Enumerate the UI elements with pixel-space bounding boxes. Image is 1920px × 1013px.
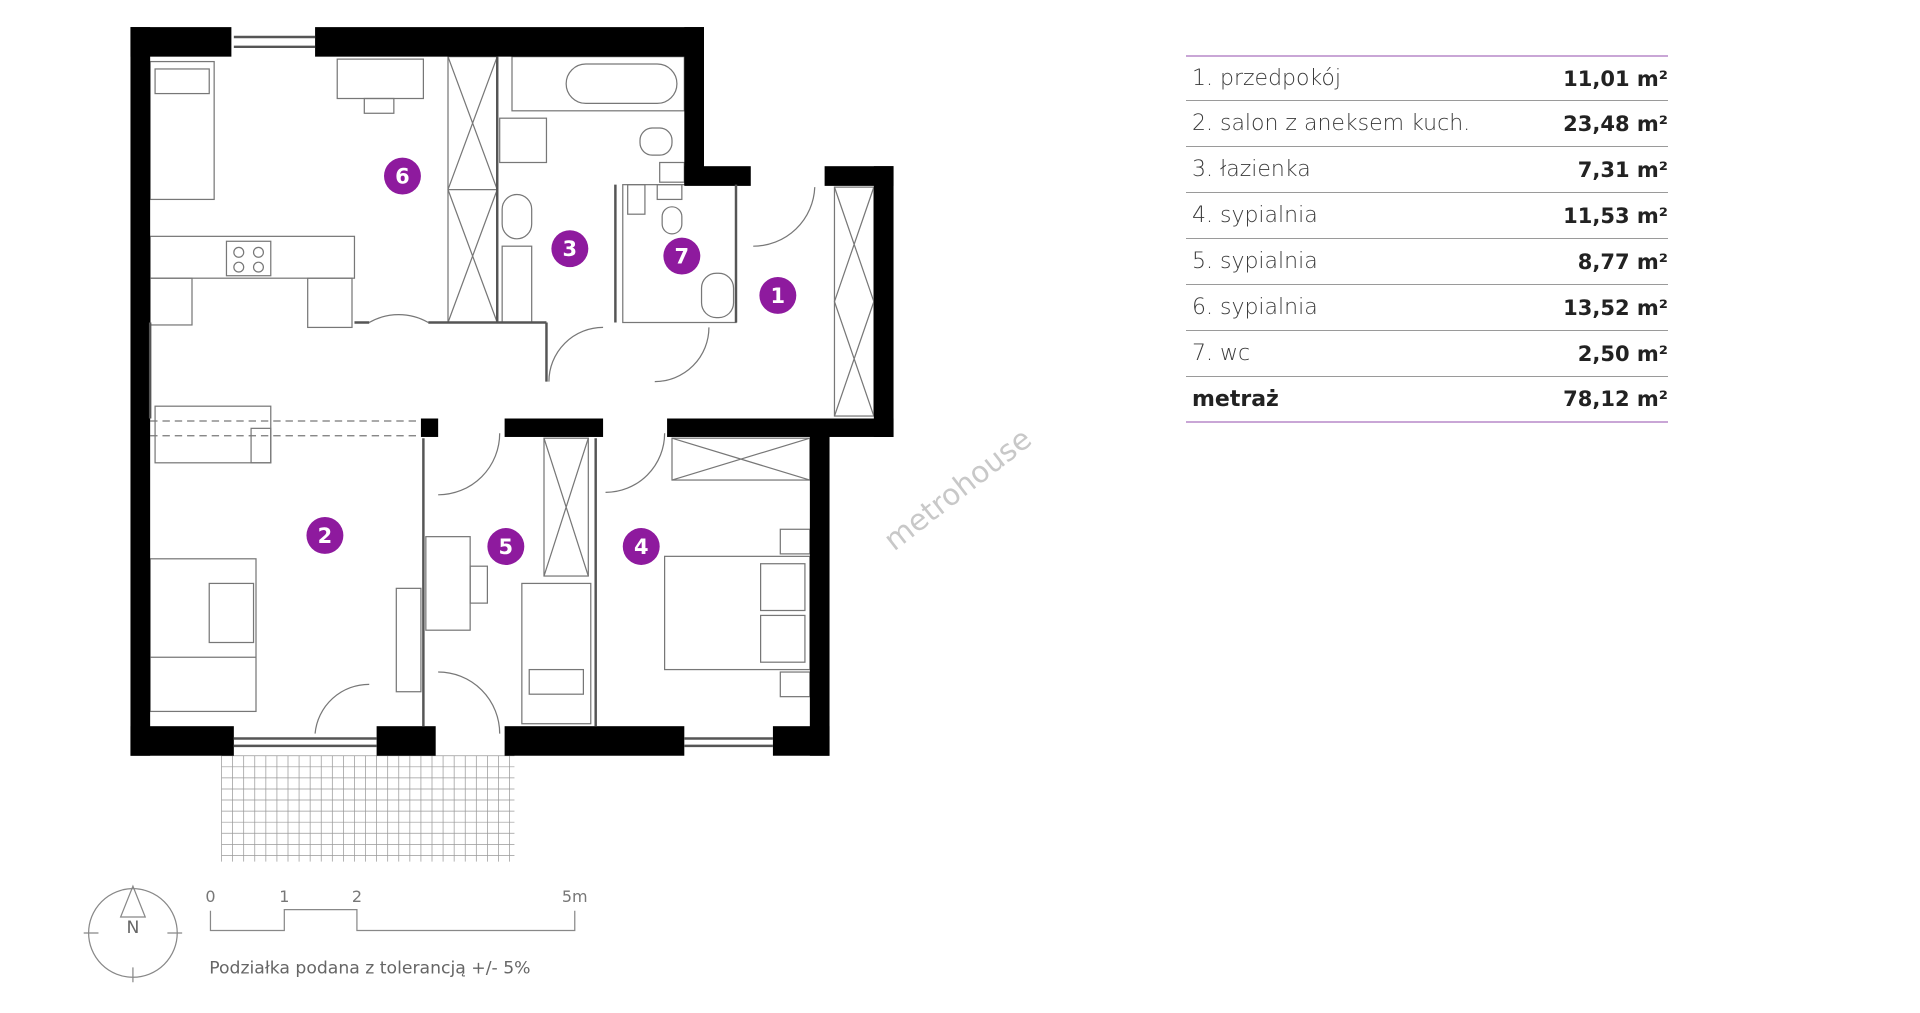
area-row: 2. salon z aneksem kuch. 23,48 m² — [1186, 101, 1668, 147]
area-row: 1. przedpokój 11,01 m² — [1186, 55, 1668, 101]
room-marker-4: 4 — [622, 528, 660, 565]
area-row: 3. łazienka 7,31 m² — [1186, 147, 1668, 193]
area-row: 5. sypialnia 8,77 m² — [1186, 239, 1668, 285]
area-row: 6. sypialnia 13,52 m² — [1186, 285, 1668, 331]
room-area: 7,31 m² — [1577, 157, 1668, 182]
room-area: 11,01 m² — [1563, 66, 1668, 91]
room-label: 4. sypialnia — [1192, 203, 1318, 228]
room-label: 1. przedpokój — [1192, 66, 1341, 91]
room-marker-7: 7 — [663, 237, 701, 275]
room-area: 8,77 m² — [1577, 249, 1668, 274]
scale-bar: 0 1 2 5m Podziałka podana z tolerancją +… — [205, 887, 587, 978]
room-label: 2. salon z aneksem kuch. — [1192, 111, 1471, 136]
svg-text:5: 5 — [499, 535, 514, 559]
watermark: metrohouse — [877, 421, 1037, 557]
room-area: 2,50 m² — [1577, 341, 1668, 366]
area-table: 1. przedpokój 11,01 m² 2. salon z aneksem … — [1186, 55, 1668, 423]
svg-text:4: 4 — [634, 535, 649, 559]
svg-text:2: 2 — [318, 524, 333, 548]
svg-text:N: N — [126, 918, 139, 938]
room-label: 3. łazienka — [1192, 157, 1311, 182]
fixtures — [149, 56, 875, 734]
room-area: 13,52 m² — [1563, 295, 1668, 320]
total-label: metraż — [1192, 386, 1279, 412]
room-area: 11,53 m² — [1563, 203, 1668, 228]
balcony — [221, 755, 515, 862]
area-row: 4. sypialnia 11,53 m² — [1186, 193, 1668, 239]
room-label: 7. wc — [1192, 341, 1251, 366]
svg-text:7: 7 — [675, 244, 690, 268]
room-markers: 1 2 3 4 5 6 7 — [306, 157, 797, 565]
svg-text:0: 0 — [205, 887, 215, 906]
room-area: 23,48 m² — [1563, 111, 1668, 136]
total-row: metraż 78,12 m² — [1186, 377, 1668, 423]
svg-text:5m: 5m — [562, 887, 588, 906]
interior-walls — [148, 35, 773, 748]
room-marker-6: 6 — [384, 157, 421, 195]
svg-text:2: 2 — [352, 887, 362, 906]
room-label: 5. sypialnia — [1192, 249, 1318, 274]
room-label: 6. sypialnia — [1192, 295, 1318, 320]
svg-text:3: 3 — [563, 237, 578, 261]
area-row: 7. wc 2,50 m² — [1186, 331, 1668, 377]
room-marker-3: 3 — [551, 230, 589, 268]
total-area: 78,12 m² — [1563, 387, 1668, 411]
scale-note: Podziałka podana z tolerancją +/- 5% — [209, 959, 530, 979]
room-marker-1: 1 — [759, 276, 797, 314]
room-marker-5: 5 — [487, 528, 525, 565]
svg-text:1: 1 — [771, 284, 786, 308]
compass-icon: N — [83, 884, 183, 983]
svg-text:6: 6 — [395, 164, 410, 188]
room-marker-2: 2 — [306, 516, 344, 554]
svg-text:1: 1 — [279, 887, 289, 906]
walls — [130, 27, 894, 756]
